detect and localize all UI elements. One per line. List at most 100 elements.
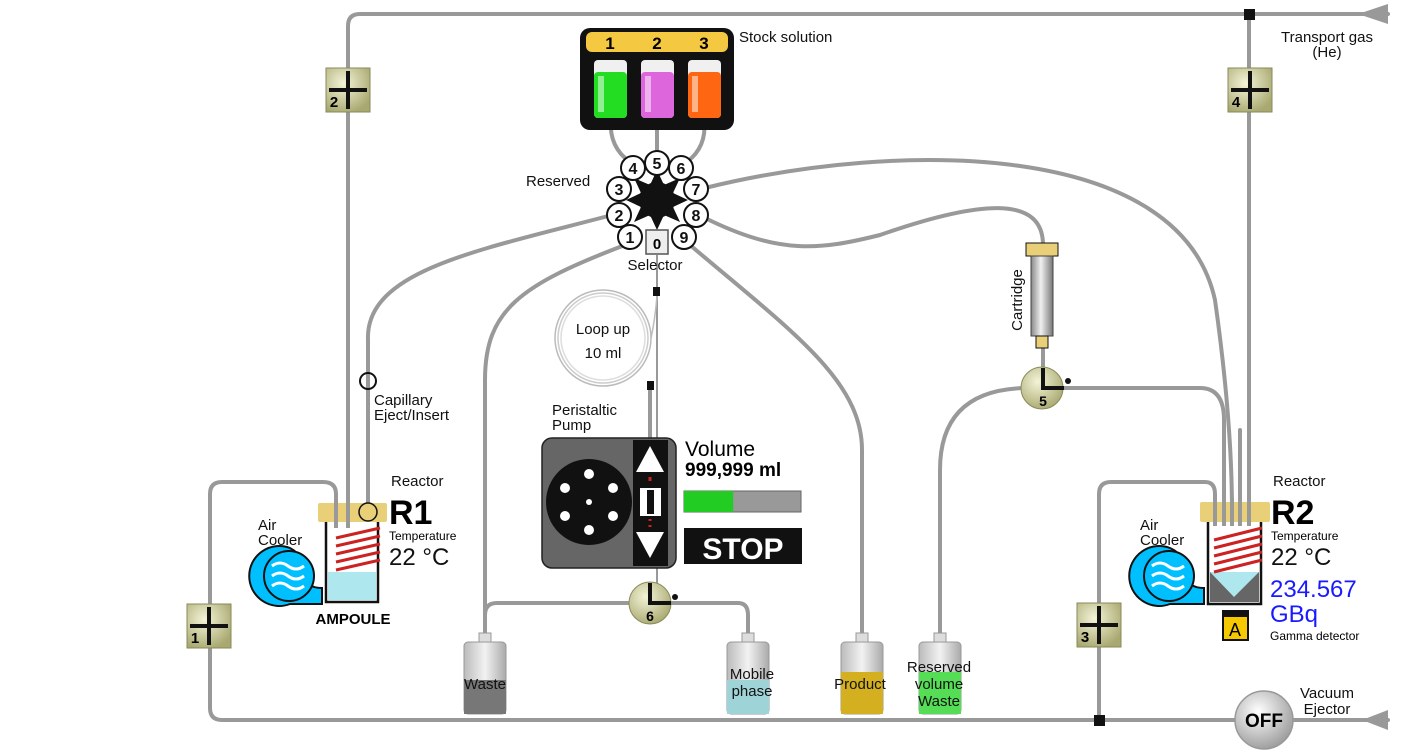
r1-temp-label: Temperature	[389, 529, 457, 543]
pump-progress-fill	[684, 491, 734, 512]
reserved-waste-label: Reserved	[907, 659, 971, 676]
transport-gas-sublabel: (He)	[1312, 44, 1341, 61]
pump-progress-bar	[683, 490, 802, 513]
air-cooler-r1-sublabel: Cooler	[258, 532, 302, 549]
valve-5[interactable]: 5	[1020, 366, 1071, 410]
vacuum-outlet-arrow-icon	[1362, 710, 1388, 730]
air-cooler-r1[interactable]	[248, 545, 323, 607]
valve-6[interactable]: 6	[628, 581, 678, 625]
stock-vial-number-2: 2	[652, 34, 661, 53]
stock-vial-2[interactable]	[641, 60, 674, 118]
r1-name: R1	[389, 494, 432, 532]
pipe-valve5-waste	[938, 386, 1027, 642]
stop-button[interactable]: STOP	[684, 528, 802, 566]
waste-bottle[interactable]	[463, 632, 507, 715]
vacuum-ejector-button[interactable]: OFF	[1234, 690, 1294, 750]
svg-text:8: 8	[692, 208, 701, 225]
valve-1[interactable]: 1	[186, 603, 232, 649]
gamma-detector-label: Gamma detector	[1270, 629, 1359, 643]
svg-text:9: 9	[680, 230, 689, 247]
r2-liquid	[1210, 572, 1259, 597]
r1-liquid	[328, 572, 376, 600]
gas-inlet-arrow-icon	[1358, 4, 1388, 24]
svg-text:4: 4	[629, 161, 638, 178]
valve-5-number: 5	[1039, 393, 1047, 409]
r1-temp-value: 22 °C	[389, 544, 449, 571]
junction-top-icon	[1244, 9, 1255, 20]
selector-port-7[interactable]: 7	[683, 176, 709, 202]
stock-solution-rack: 1 2 3	[580, 28, 734, 130]
vacuum-sublabel: Ejector	[1304, 701, 1351, 718]
selector-port-4[interactable]: 4	[620, 155, 646, 181]
capillary-eject-insert[interactable]	[359, 372, 377, 390]
r1-caption: Reactor	[391, 473, 444, 490]
selector-valve[interactable]	[626, 170, 688, 230]
pump-up-button[interactable]	[636, 443, 665, 477]
selector-port-8[interactable]: 8	[683, 202, 709, 228]
r2-activity-unit: GBq	[1270, 601, 1318, 628]
junction-bottom-icon	[1094, 715, 1105, 726]
gamma-detector-icon	[1224, 617, 1247, 639]
selector-port-6[interactable]: 6	[668, 155, 694, 181]
pump-volume-value: 999,999 ml	[685, 460, 781, 481]
svg-text:2: 2	[615, 208, 624, 225]
pipe-valve6-waste	[483, 601, 632, 642]
r2-lid[interactable]	[1200, 502, 1270, 522]
pipe-transport-gas	[346, 12, 1390, 527]
selector-port-3[interactable]: 3	[606, 176, 632, 202]
arrow-up-icon	[636, 446, 664, 472]
mobile-phase-liquid	[727, 680, 769, 714]
pump-pause-button[interactable]	[636, 485, 665, 519]
capillary-sublabel: Eject/Insert	[374, 407, 450, 424]
svg-text:1: 1	[626, 230, 635, 247]
reserved-waste-bottle[interactable]	[918, 632, 962, 715]
product-bottle[interactable]	[840, 632, 884, 715]
capillary-handle-icon	[359, 372, 377, 390]
mobile-phase-label: Mobile	[730, 666, 774, 683]
stop-button-label: STOP	[702, 533, 783, 566]
stock-vial-3[interactable]	[688, 60, 721, 118]
valve-6-number: 6	[646, 608, 654, 624]
svg-text:0: 0	[653, 236, 661, 253]
valve-4[interactable]: 4	[1227, 67, 1273, 113]
valve-2-number: 2	[330, 94, 338, 111]
r2-heater-coil-icon	[1213, 526, 1263, 574]
reactor-r1	[318, 500, 387, 604]
air-cooler-r2[interactable]	[1128, 545, 1205, 607]
selector-reserved-label: Reserved	[526, 173, 590, 190]
valve-3-number: 3	[1081, 629, 1089, 646]
svg-text:A: A	[1229, 620, 1241, 640]
sample-loop[interactable]	[554, 289, 658, 387]
loop-label: Loop up	[576, 321, 630, 338]
vacuum-ejector-state: OFF	[1245, 711, 1283, 732]
stock-vial-1[interactable]	[594, 60, 627, 118]
r2-name: R2	[1271, 494, 1314, 532]
selector-port-2[interactable]: 2	[606, 202, 632, 228]
pipe-selector-product	[688, 243, 864, 642]
pump-down-button[interactable]	[636, 527, 665, 561]
svg-text:7: 7	[692, 182, 701, 199]
selector-port-9[interactable]: 9	[671, 224, 697, 250]
r2-temp-label: Temperature	[1271, 529, 1339, 543]
selector-port-0[interactable]: 0	[645, 229, 669, 255]
selector-label: Selector	[627, 257, 682, 274]
cartridge[interactable]	[1025, 242, 1059, 349]
mobile-phase-bottle[interactable]	[726, 632, 770, 715]
valve-2[interactable]: 2	[325, 67, 371, 113]
r1-capillary-port-icon	[358, 502, 378, 522]
pump-title-line2: Pump	[552, 417, 591, 434]
reactor-r2	[1200, 498, 1270, 606]
capillary-label: Capillary	[374, 392, 433, 409]
svg-text:3: 3	[615, 182, 624, 199]
air-cooler-r2-sublabel: Cooler	[1140, 532, 1184, 549]
r2-temp-value: 22 °C	[1271, 544, 1331, 571]
arrow-down-icon	[636, 532, 664, 558]
pipe-selector-r1	[365, 213, 614, 382]
selector-port-5[interactable]: 5	[644, 150, 670, 176]
valve-3[interactable]: 3	[1076, 602, 1122, 648]
pump-volume-label: Volume	[685, 438, 755, 461]
stock-vial-number-1: 1	[605, 34, 614, 53]
gamma-detector[interactable]: A	[1222, 610, 1249, 641]
selector-port-1[interactable]: 1	[617, 224, 643, 250]
